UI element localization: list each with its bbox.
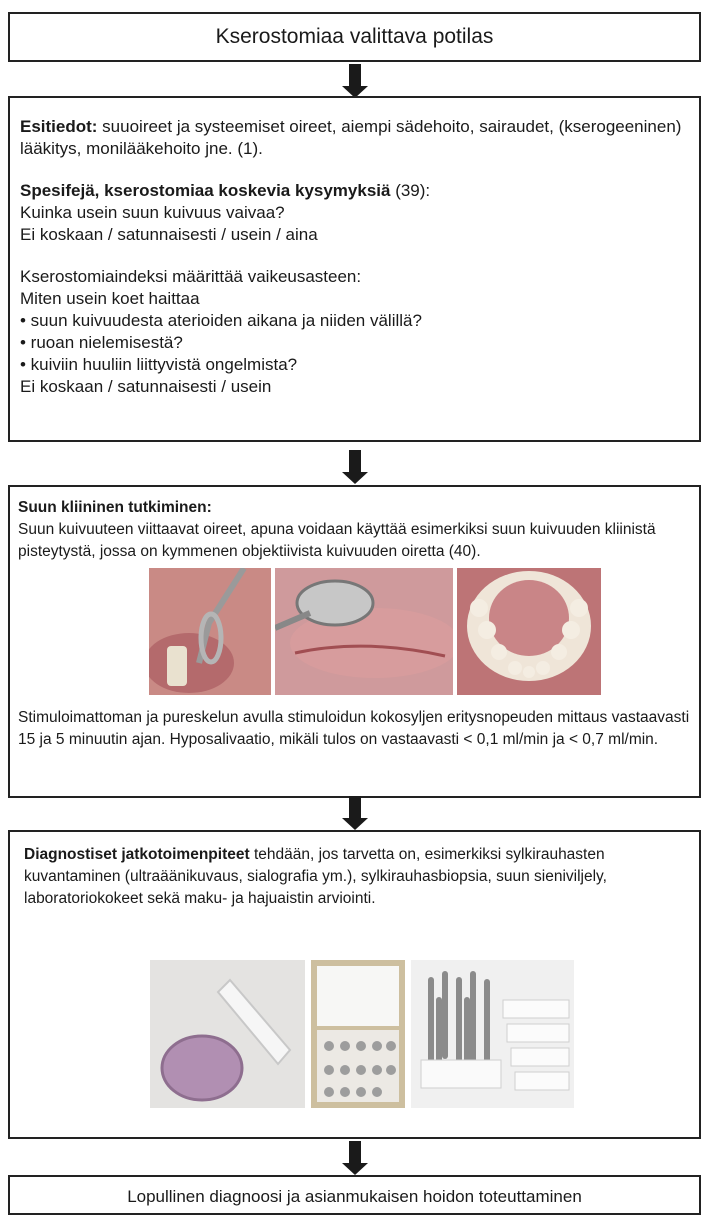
bullet-item: • kuiviin huuliin liittyvistä ongelmista… bbox=[20, 354, 689, 376]
diagnostics-paragraph: Diagnostiset jatkotoimenpiteet tehdään, … bbox=[24, 844, 689, 910]
smell-test-pens-photo bbox=[411, 960, 574, 1108]
arrow-down-icon bbox=[342, 1141, 368, 1175]
final-box-text: Lopullinen diagnoosi ja asianmukaisen ho… bbox=[127, 1187, 582, 1206]
start-box-text: Kserostomiaa valittava potilas bbox=[216, 25, 494, 48]
specific-questions-ref: (39): bbox=[390, 181, 430, 200]
clinical-exam-label: Suun kliininen tutkiminen: bbox=[18, 497, 691, 519]
answer-options-1: Ei koskaan / satunnaisesti / usein / ain… bbox=[20, 224, 689, 246]
xerostomia-index-question: Miten usein koet haittaa bbox=[20, 288, 689, 310]
arrow-down-icon bbox=[342, 450, 368, 484]
mouth-photo-lower-jaw bbox=[457, 568, 601, 695]
specific-questions-label: Spesifejä, kserostomiaa koskevia kysymyk… bbox=[20, 181, 390, 200]
specific-questions-heading: Spesifejä, kserostomiaa koskevia kysymyk… bbox=[20, 180, 689, 202]
final-box: Lopullinen diagnoosi ja asianmukaisen ho… bbox=[8, 1175, 701, 1215]
bullet-item: • ruoan nielemisestä? bbox=[20, 332, 689, 354]
arrow-down-icon bbox=[342, 64, 368, 98]
start-box: Kserostomiaa valittava potilas bbox=[8, 12, 701, 62]
mouth-photo-mirror-tongue bbox=[275, 568, 453, 695]
arrow-down-icon bbox=[342, 796, 368, 830]
xerostomia-index-intro: Kserostomiaindeksi määrittää vaikeusaste… bbox=[20, 266, 689, 288]
clinical-exam-text: Suun kuivuuteen viittaavat oireet, apuna… bbox=[18, 519, 691, 563]
esitiedot-paragraph: Esitiedot: suuoireet ja systeemiset oire… bbox=[20, 116, 689, 160]
diagnostic-photos bbox=[150, 960, 574, 1108]
history-box: Esitiedot: suuoireet ja systeemiset oire… bbox=[8, 96, 701, 442]
dryness-question: Kuinka usein suun kuivuus vaivaa? bbox=[20, 202, 689, 224]
clinical-photos bbox=[149, 568, 601, 695]
taste-test-kit-photo bbox=[311, 960, 405, 1108]
mouth-photo-mirror-cheek bbox=[149, 568, 271, 695]
bullet-item: • suun kuivuudesta aterioiden aikana ja … bbox=[20, 310, 689, 332]
esitiedot-label: Esitiedot: bbox=[20, 117, 97, 136]
diagnostics-label: Diagnostiset jatkotoimenpiteet bbox=[24, 846, 250, 863]
saliva-measurement-text: Stimuloimattoman ja pureskelun avulla st… bbox=[18, 707, 691, 751]
culture-dish-swab-photo bbox=[150, 960, 305, 1108]
answer-options-2: Ei koskaan / satunnaisesti / usein bbox=[20, 376, 689, 398]
esitiedot-text: suuoireet ja systeemiset oireet, aiempi … bbox=[20, 117, 681, 158]
